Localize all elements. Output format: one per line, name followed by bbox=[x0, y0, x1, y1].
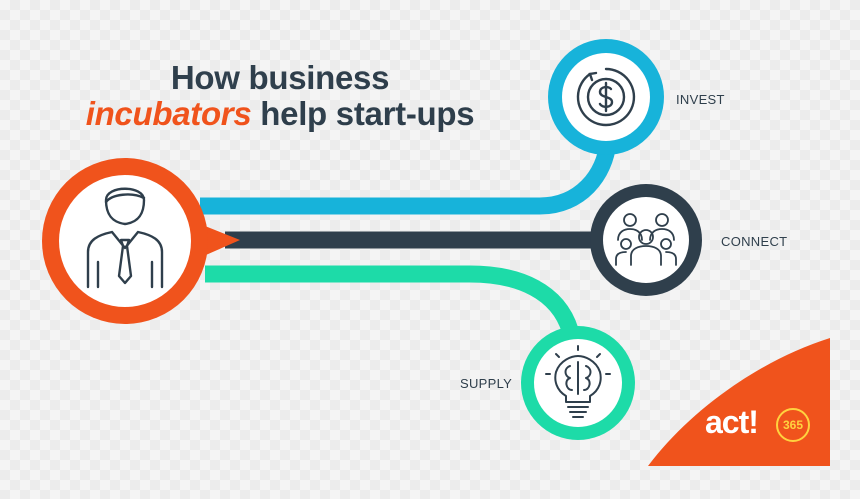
invest-label: INVEST bbox=[676, 92, 725, 107]
supply-label: SUPPLY bbox=[460, 376, 513, 391]
connect-node bbox=[590, 184, 702, 296]
title-accent: incubators bbox=[85, 95, 252, 132]
supply-connector bbox=[205, 265, 579, 333]
invest-connector bbox=[200, 140, 617, 215]
brand-logo: act! bbox=[705, 404, 759, 440]
supply-node bbox=[521, 326, 635, 440]
title-rest: help start-ups bbox=[260, 95, 475, 132]
brand-corner bbox=[648, 338, 830, 466]
brand-badge: 365 bbox=[776, 408, 810, 442]
dollar-coin-icon bbox=[576, 67, 636, 127]
invest-node bbox=[548, 39, 664, 155]
person-node bbox=[42, 158, 240, 324]
title-line-1: How business bbox=[170, 59, 390, 96]
title-line-2: incubators help start-ups bbox=[0, 96, 560, 132]
connect-label: CONNECT bbox=[721, 234, 788, 249]
team-people-icon bbox=[615, 213, 677, 266]
businessman-icon bbox=[86, 187, 164, 289]
page-title: How business incubators help start-ups bbox=[0, 60, 560, 132]
lightbulb-brain-icon bbox=[545, 345, 611, 418]
